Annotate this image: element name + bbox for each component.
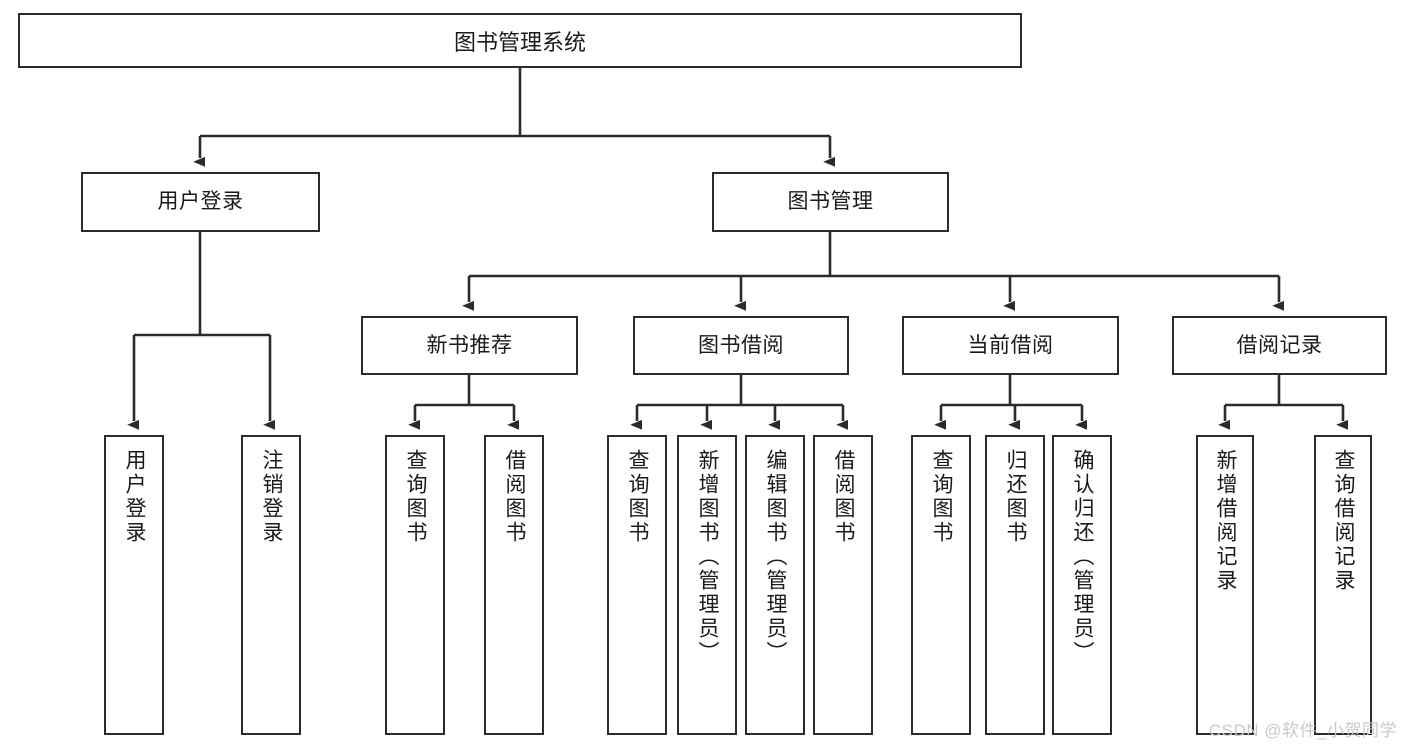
node-current-borrow[interactable]: 当前借阅: [902, 316, 1119, 375]
leaf-user-logout[interactable]: 注销登录: [241, 435, 301, 735]
node-borrow-record-label: 借阅记录: [1236, 333, 1323, 357]
leaf-query-borrow-record-label: 查询借阅记录: [1332, 449, 1356, 593]
leaf-confirm-return-admin[interactable]: 确认归还（管理员）: [1052, 435, 1112, 735]
leaf-query-book-current[interactable]: 查询图书: [911, 435, 971, 735]
node-book-borrow-label: 图书借阅: [698, 333, 784, 357]
node-user-login-label: 用户登录: [157, 190, 244, 214]
leaf-borrow-book-recommend-label: 借阅图书: [503, 449, 527, 545]
leaf-confirm-return-admin-label: 确认归还（管理员）: [1071, 449, 1095, 665]
node-root[interactable]: 图书管理系统: [18, 13, 1022, 68]
node-root-label: 图书管理系统: [453, 29, 586, 55]
node-current-borrow-label: 当前借阅: [967, 333, 1054, 357]
leaf-query-book[interactable]: 查询图书: [607, 435, 667, 735]
leaf-edit-book-admin[interactable]: 编辑图书（管理员）: [745, 435, 805, 735]
leaf-user-logout-label: 注销登录: [260, 449, 284, 545]
leaf-borrow-book[interactable]: 借阅图书: [813, 435, 873, 735]
leaf-add-borrow-record[interactable]: 新增借阅记录: [1196, 435, 1254, 735]
node-new-book-recommend-label: 新书推荐: [426, 333, 513, 357]
watermark-text: CSDN @软件_小贺同学: [1208, 721, 1397, 740]
leaf-query-book-recommend-label: 查询图书: [404, 449, 428, 545]
node-user-login[interactable]: 用户登录: [81, 172, 320, 232]
leaf-query-book-current-label: 查询图书: [930, 449, 954, 545]
leaf-return-book-label: 归还图书: [1004, 449, 1028, 545]
leaf-query-borrow-record[interactable]: 查询借阅记录: [1314, 435, 1372, 735]
node-book-management-label: 图书管理: [787, 190, 874, 214]
leaf-user-login[interactable]: 用户登录: [104, 435, 164, 735]
node-book-management[interactable]: 图书管理: [712, 172, 949, 232]
node-new-book-recommend[interactable]: 新书推荐: [361, 316, 578, 375]
leaf-query-book-recommend[interactable]: 查询图书: [385, 435, 445, 735]
node-borrow-record[interactable]: 借阅记录: [1172, 316, 1387, 375]
leaf-query-book-label: 查询图书: [626, 449, 650, 545]
leaf-return-book[interactable]: 归还图书: [985, 435, 1045, 735]
node-book-borrow[interactable]: 图书借阅: [633, 316, 849, 375]
leaf-add-borrow-record-label: 新增借阅记录: [1214, 449, 1238, 593]
leaf-user-login-label: 用户登录: [123, 449, 147, 545]
leaf-add-book-admin-label: 新增图书（管理员）: [696, 449, 720, 665]
leaf-add-book-admin[interactable]: 新增图书（管理员）: [677, 435, 737, 735]
leaf-edit-book-admin-label: 编辑图书（管理员）: [764, 449, 788, 665]
leaf-borrow-book-recommend[interactable]: 借阅图书: [484, 435, 544, 735]
leaf-borrow-book-label: 借阅图书: [832, 449, 856, 545]
